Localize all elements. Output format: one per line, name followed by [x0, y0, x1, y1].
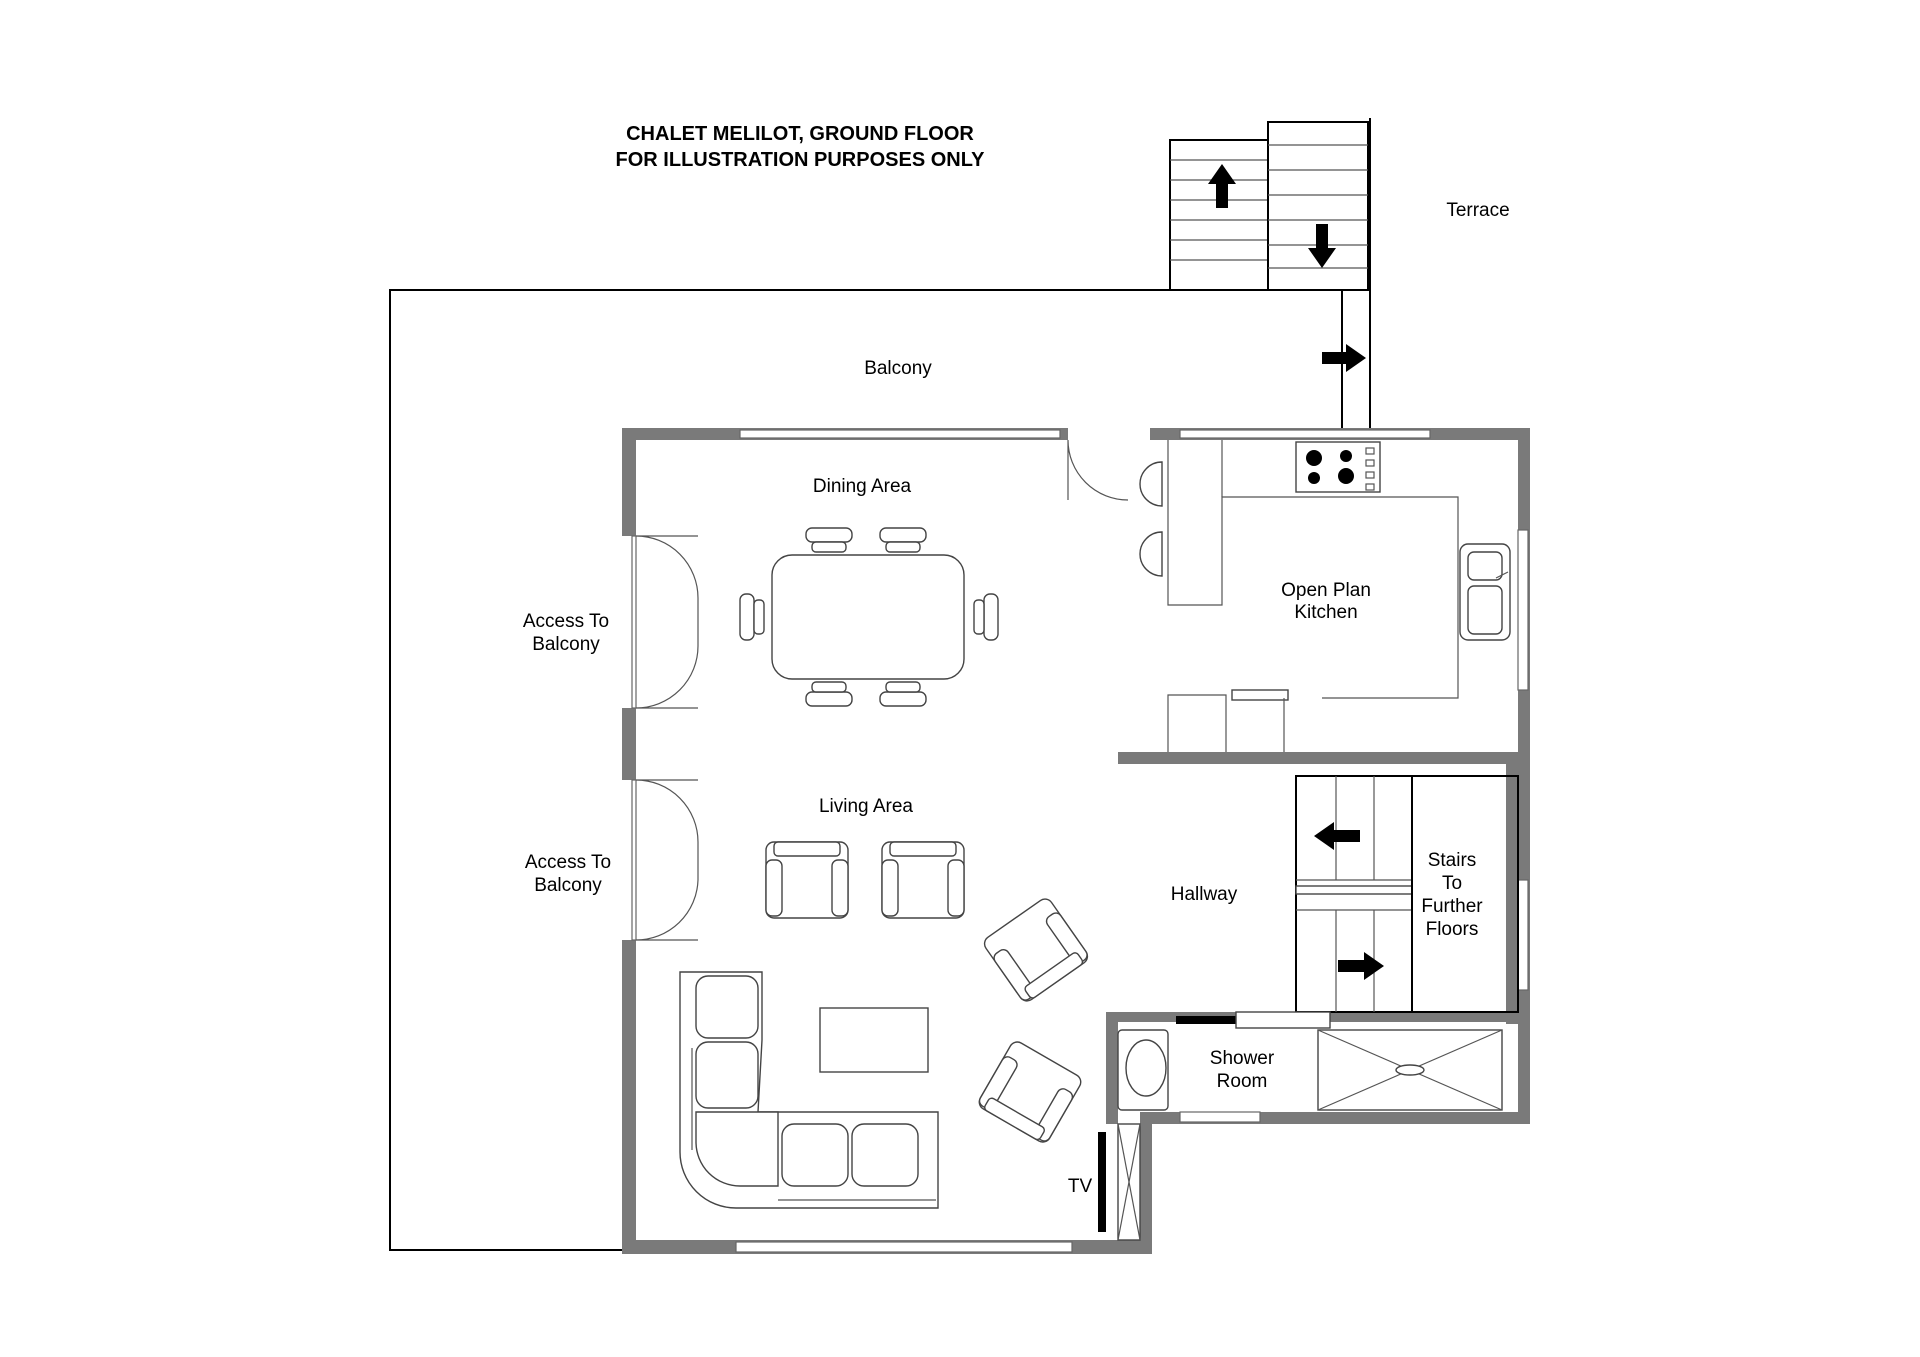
tv: TV: [1068, 1123, 1141, 1241]
dining-chair: [879, 681, 927, 707]
sliding-door: [1176, 1016, 1246, 1024]
tv-icon: [1098, 1132, 1106, 1232]
access-to-balcony-2-line-2: Balcony: [534, 875, 602, 896]
arrow-down-icon: [1308, 224, 1336, 268]
shower-room-label-line-2: Room: [1217, 1071, 1268, 1092]
access-to-balcony-2-line-1: Access To: [525, 852, 611, 873]
arrow-up-icon: [1208, 164, 1236, 208]
balcony-door-2: [631, 779, 699, 941]
sink-icon: [1459, 543, 1511, 641]
stairs-label-line-1: Stairs: [1428, 850, 1477, 871]
balcony-label: Balcony: [864, 358, 932, 379]
title-line-2: FOR ILLUSTRATION PURPOSES ONLY: [616, 149, 986, 171]
internal-stairs: Stairs To Further Floors: [1295, 775, 1519, 1013]
tv-label: TV: [1068, 1176, 1093, 1197]
balcony-door-1: [631, 535, 699, 709]
bar-stool: [1139, 531, 1163, 577]
balcony-outline: [389, 289, 1170, 1251]
stairs-arrow-left-icon: [1314, 822, 1360, 850]
dining-chair: [805, 527, 853, 553]
access-to-balcony-1-line-2: Balcony: [532, 634, 600, 655]
plan-title: CHALET MELILOT, GROUND FLOOR FOR ILLUSTR…: [616, 123, 986, 171]
bar-stool: [1139, 461, 1163, 507]
access-to-balcony-1-line-1: Access To: [523, 611, 609, 632]
coffee-table: [819, 1007, 929, 1073]
stairs-label-line-3: Further: [1421, 896, 1483, 917]
shower-room-label-line-1: Shower: [1210, 1048, 1275, 1069]
dining-area-label: Dining Area: [813, 476, 912, 497]
armchair: [765, 841, 849, 919]
stairs-label-line-4: Floors: [1426, 919, 1479, 940]
kitchen-label-line-2: Kitchen: [1294, 602, 1357, 623]
title-line-1: CHALET MELILOT, GROUND FLOOR: [626, 123, 974, 145]
hob-icon: [1295, 441, 1381, 493]
armchair: [978, 1041, 1082, 1143]
living-area-label: Living Area: [819, 796, 913, 817]
armchair: [983, 898, 1089, 1002]
dining-chair: [973, 593, 999, 641]
stair-flight-up: [1169, 139, 1269, 291]
dining-chair: [805, 681, 853, 707]
shower-drain-icon: [1395, 1064, 1425, 1076]
stairs-label-line-2: To: [1442, 873, 1462, 894]
stair-flight-down: [1267, 121, 1369, 291]
dining-chair: [739, 593, 765, 641]
armchair: [881, 841, 965, 919]
dining-chair: [879, 527, 927, 553]
entrance-door: [1067, 439, 1129, 501]
stairs-arrow-right-icon: [1338, 952, 1384, 980]
living-furniture: [679, 841, 1089, 1209]
balcony-arrow-icon: [1322, 344, 1366, 372]
terrace-stairs: [1169, 118, 1371, 428]
dining-table: [739, 527, 999, 707]
balcony: Balcony: [389, 289, 1368, 1251]
kitchen-label-line-1: Open Plan: [1281, 580, 1371, 601]
kitchen: Open Plan Kitchen: [1139, 440, 1511, 752]
shower-room: Shower Room: [1117, 1011, 1503, 1111]
terrace-label: Terrace: [1446, 200, 1509, 221]
hallway-label: Hallway: [1171, 884, 1238, 905]
corner-sofa: [679, 971, 939, 1209]
